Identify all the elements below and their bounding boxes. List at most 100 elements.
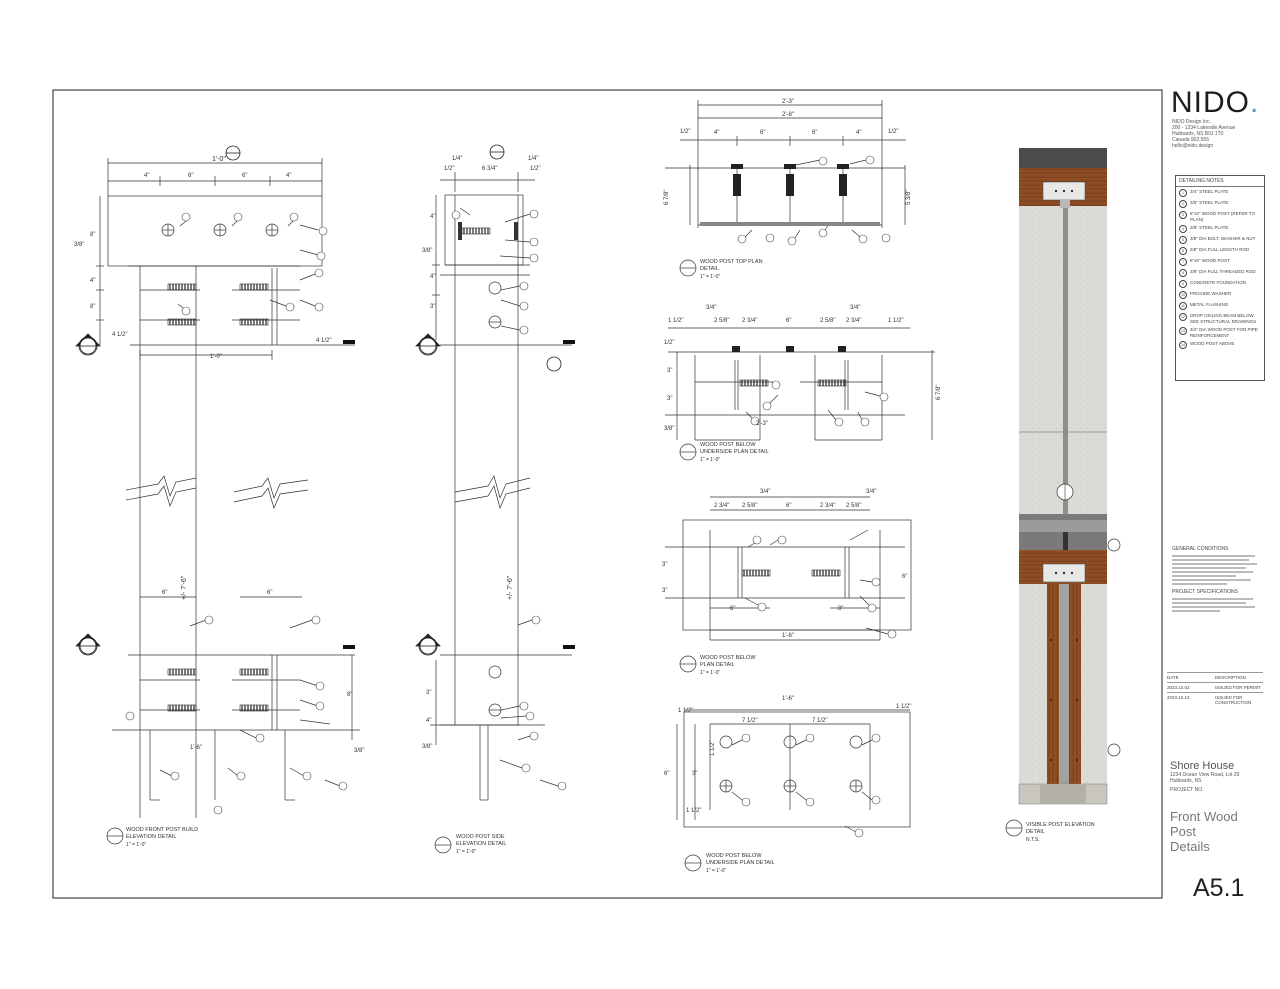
drawing-title-line: Details bbox=[1170, 839, 1210, 854]
revision-row: 2023.10.13 ISSUED FOR CONSTRUCTION bbox=[1167, 692, 1263, 707]
drawing-title-line: Front Wood Post bbox=[1170, 809, 1238, 839]
dim-label: 6 7/8" bbox=[936, 385, 942, 400]
general-notes: GENERAL CONDITIONS PROJECT SPECIFICATION… bbox=[1172, 546, 1264, 614]
sheet-border bbox=[52, 89, 1163, 899]
dim-label: 4" bbox=[90, 278, 95, 284]
note-number: 11 bbox=[1179, 302, 1187, 310]
dim-label: 1 1/2" bbox=[678, 708, 693, 714]
dim-label: 3" bbox=[662, 562, 667, 568]
firm-logo: NIDO. bbox=[1171, 86, 1259, 120]
dim-label: 3" bbox=[692, 771, 697, 777]
dim-label: 3/8" bbox=[664, 426, 674, 432]
dim-label: 6" bbox=[760, 130, 765, 136]
dim-label: 3/4" bbox=[850, 305, 860, 311]
detail-scale: 1" = 1'-0" bbox=[700, 670, 720, 676]
note-text: METAL FLASHING bbox=[1190, 302, 1229, 307]
detail-caption: WOOD FRONT POST BUILD bbox=[126, 827, 198, 833]
dim-label: 4" bbox=[856, 130, 861, 136]
dim-label: 3" bbox=[667, 368, 672, 374]
revision-desc: ISSUED FOR CONSTRUCTION bbox=[1215, 695, 1252, 705]
note-text: PROVIDE WASHER bbox=[1190, 291, 1232, 296]
note-text: 3/8" DIA FULL LENGTH ROD bbox=[1190, 247, 1250, 252]
dim-label: 6" bbox=[812, 130, 817, 136]
dim-label: 2 3/4" bbox=[820, 503, 835, 509]
project-block: Shore House 1234 Ocean View Road, Lot 20… bbox=[1170, 760, 1264, 854]
firm-address-line: Hubbards, NS B0J 1T0 bbox=[1172, 131, 1224, 137]
dim-label: 2 5/8" bbox=[742, 503, 757, 509]
detail-underside-plan bbox=[665, 327, 935, 441]
dim-label: 8" bbox=[90, 304, 95, 310]
note-number: 10 bbox=[1179, 291, 1187, 299]
note-number: 5 bbox=[1179, 236, 1187, 244]
revision-date: 2023.10.02 bbox=[1167, 685, 1190, 690]
note-text: 3/4" DIA WOOD POST FOR PIPE REINFORCEMEN… bbox=[1190, 327, 1258, 338]
dim-label: 1/2" bbox=[444, 166, 454, 172]
dim-label: 4" bbox=[144, 173, 149, 179]
dim-label: 1/2" bbox=[888, 129, 898, 135]
dim-label: 3" bbox=[426, 690, 431, 696]
detail-top-plan-parts bbox=[700, 164, 880, 226]
dim-label: 8" bbox=[347, 692, 352, 698]
note-number: 9 bbox=[1179, 280, 1187, 288]
note-text: 6"x6" WOOD POST bbox=[1190, 258, 1230, 263]
general-notes-title: GENERAL CONDITIONS bbox=[1172, 546, 1229, 552]
detail-side-post-elevation bbox=[430, 172, 572, 801]
dim-label: 2 5/8" bbox=[714, 318, 729, 324]
dim-label: 6" bbox=[730, 606, 735, 612]
note-number: 1 bbox=[1179, 189, 1187, 197]
dim-label: 1'-0" bbox=[210, 354, 222, 360]
revision-row: 2023.10.02 ISSUED FOR PERMIT bbox=[1167, 682, 1263, 692]
revision-desc: ISSUED FOR PERMIT bbox=[1215, 685, 1261, 690]
detail-scale: 1" = 1'-0" bbox=[700, 274, 720, 280]
dim-label: 6" bbox=[242, 173, 247, 179]
dim-label: 3/4" bbox=[706, 305, 716, 311]
dim-label: 2 3/4" bbox=[714, 503, 729, 509]
note-text: 3/8" DIA BOLT, WASHER & NUT bbox=[1190, 236, 1256, 241]
detail-front-post-elevation bbox=[96, 158, 360, 818]
note-text: WOOD POST ABOVE bbox=[1190, 341, 1235, 346]
dim-label: 3" bbox=[430, 304, 435, 310]
detail-caption: WOOD POST BELOW bbox=[700, 655, 756, 661]
dim-label: 3/8" bbox=[422, 248, 432, 254]
revision-date: 2023.10.13 bbox=[1167, 695, 1190, 700]
dim-label: 1/4" bbox=[452, 156, 462, 162]
detail-caption: UNDERSIDE PLAN DETAIL bbox=[700, 449, 769, 455]
dim-label: 6" bbox=[162, 590, 167, 596]
detail-captions: WOOD FRONT POST BUILD ELEVATION DETAIL 1… bbox=[126, 259, 1095, 874]
dim-label: 1 1/2" bbox=[710, 741, 716, 756]
dim-label: +/- 7'-6" bbox=[507, 575, 514, 600]
dim-label: 3/4" bbox=[866, 489, 876, 495]
dim-label: 4" bbox=[430, 214, 435, 220]
dim-label: 2 3/4" bbox=[846, 318, 861, 324]
dim-label: 3/8" bbox=[354, 748, 364, 754]
detail-caption: WOOD POST BELOW bbox=[706, 853, 762, 859]
detail-caption: UNDERSIDE PLAN DETAIL bbox=[706, 860, 775, 866]
detail-underside-plan-tags bbox=[750, 380, 889, 427]
detail-caption: ELEVATION DETAIL bbox=[456, 841, 506, 847]
detail-scale: N.T.S. bbox=[1026, 837, 1040, 843]
note-number: 13 bbox=[1179, 327, 1187, 335]
detail-front-post-tags bbox=[125, 212, 348, 815]
detail-underside-plan-parts bbox=[732, 346, 847, 387]
dim-label: 2'-3" bbox=[756, 421, 768, 427]
detail-caption: WOOD POST BELOW bbox=[700, 442, 756, 448]
dim-label: 1 1/2" bbox=[686, 808, 701, 814]
note-number: 2 bbox=[1179, 200, 1187, 208]
dim-label: 1/2" bbox=[664, 340, 674, 346]
detail-caption: WOOD POST SIDE bbox=[456, 834, 505, 840]
section-marker bbox=[75, 145, 355, 656]
dim-label: 1/4" bbox=[528, 156, 538, 162]
dim-label: 2'-3" bbox=[782, 99, 794, 105]
dim-label: 6 3/4" bbox=[482, 166, 497, 172]
note-text: CONCRETE FOUNDATION bbox=[1190, 280, 1246, 285]
